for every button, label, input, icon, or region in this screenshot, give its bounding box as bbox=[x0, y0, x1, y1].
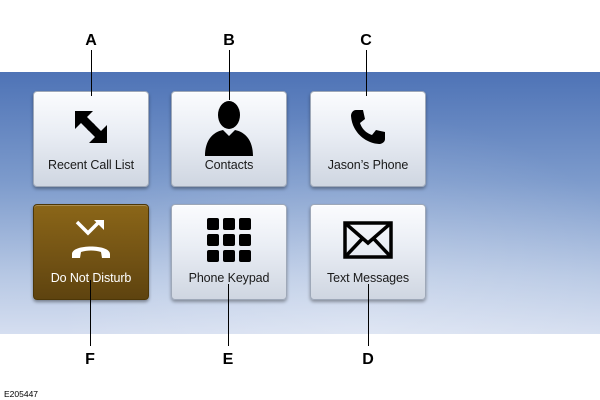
hangup-arrow-icon bbox=[34, 211, 148, 269]
do-not-disturb-button[interactable]: Do Not Disturb bbox=[33, 204, 149, 300]
phone-keypad-label: Phone Keypad bbox=[188, 271, 270, 285]
contacts-label: Contacts bbox=[204, 158, 254, 172]
recent-call-list-label: Recent Call List bbox=[48, 158, 134, 172]
callout-line-c bbox=[366, 50, 367, 96]
callout-label-e: E bbox=[222, 351, 234, 368]
recent-call-list-button[interactable]: Recent Call List bbox=[33, 91, 149, 187]
callout-line-d bbox=[368, 284, 369, 346]
callout-label-d: D bbox=[362, 351, 374, 368]
person-silhouette-icon bbox=[172, 98, 286, 156]
recent-calls-arrows-icon bbox=[34, 98, 148, 156]
callout-label-f: F bbox=[85, 351, 95, 368]
jasons-phone-button[interactable]: Jason’s Phone bbox=[310, 91, 426, 187]
phone-keypad-button[interactable]: Phone Keypad bbox=[171, 204, 287, 300]
do-not-disturb-label: Do Not Disturb bbox=[50, 271, 132, 285]
keypad-grid-icon bbox=[172, 211, 286, 269]
jasons-phone-label: Jason’s Phone bbox=[327, 158, 409, 172]
phone-handset-icon bbox=[311, 98, 425, 156]
contacts-button[interactable]: Contacts bbox=[171, 91, 287, 187]
callout-line-f bbox=[90, 280, 91, 346]
callout-line-a bbox=[91, 50, 92, 96]
figure-id: E205447 bbox=[4, 389, 39, 399]
text-messages-label: Text Messages bbox=[326, 271, 410, 285]
callout-label-a: A bbox=[85, 32, 97, 49]
callout-line-b bbox=[229, 50, 230, 100]
callout-label-b: B bbox=[223, 32, 235, 49]
callout-label-c: C bbox=[360, 32, 372, 49]
callout-line-e bbox=[228, 284, 229, 346]
envelope-icon bbox=[311, 211, 425, 269]
